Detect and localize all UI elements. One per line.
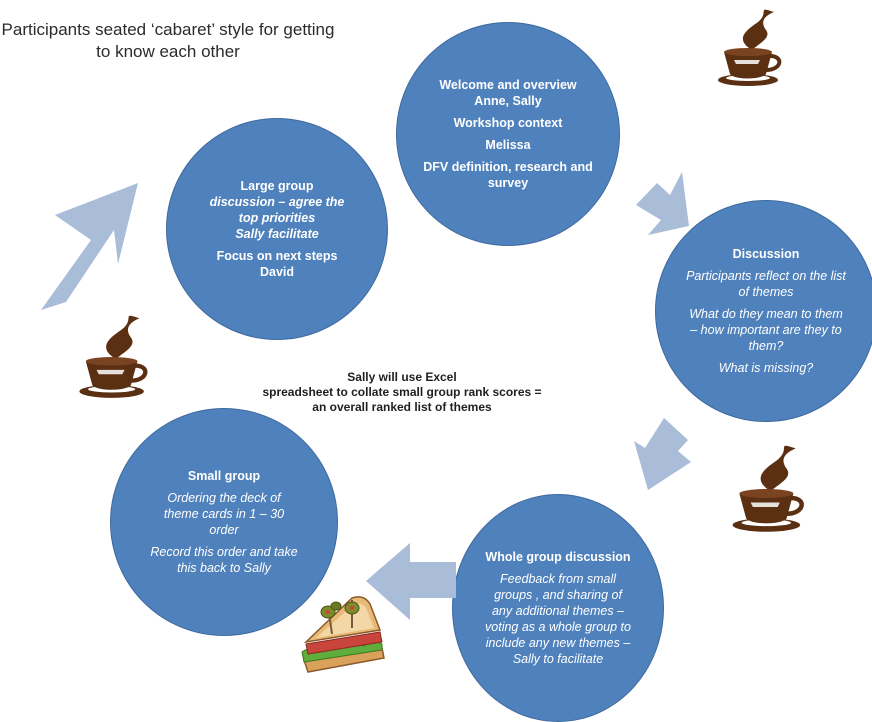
discussion-text-3: What is missing?: [718, 361, 814, 375]
small-group-text-1: Ordering the deck of theme cards in 1 – …: [163, 491, 285, 537]
dfv-definition: DFV definition, research and survey: [423, 160, 593, 190]
coffee-cup-icon: [79, 315, 148, 398]
coffee-cup-icon: [718, 9, 782, 86]
discussion-step: Discussion Participants reflect on the l…: [655, 200, 872, 422]
next-steps-text: Focus on next steps: [216, 249, 338, 263]
center-note: Sally will use Excel spreadsheet to coll…: [232, 370, 572, 415]
arrow-large-to-welcome: [41, 183, 138, 310]
welcome-presenters: Anne, Sally: [474, 94, 542, 108]
discussion-text-2: What do they mean to them – how importan…: [689, 307, 843, 353]
large-group-text: discussion – agree the top priorities: [209, 195, 345, 225]
welcome-step: Welcome and overview Anne, Sally Worksho…: [396, 22, 620, 246]
small-group-text-2: Record this order and take this back to …: [150, 545, 298, 575]
whole-group-heading: Whole group discussion: [485, 550, 631, 564]
next-steps-owner: David: [259, 265, 295, 279]
large-group-heading: Large group: [240, 179, 314, 193]
small-group-heading: Small group: [187, 469, 261, 483]
arrow-welcome-to-discussion: [636, 172, 689, 235]
small-group-step: Small group Ordering the deck of theme c…: [110, 408, 338, 636]
center-note-line-3: an overall ranked list of themes: [312, 400, 492, 414]
large-group-step: Large group discussion – agree the top p…: [166, 118, 388, 340]
arrow-whole-to-small: [366, 543, 456, 620]
discussion-text-1: Participants reflect on the list of them…: [686, 269, 846, 299]
whole-group-step: Whole group discussion Feedback from sma…: [452, 494, 664, 722]
large-group-facilitator: Sally facilitate: [235, 227, 319, 241]
context-presenter: Melissa: [485, 138, 531, 152]
welcome-heading: Welcome and overview: [439, 78, 577, 92]
discussion-heading: Discussion: [732, 247, 800, 261]
workshop-context: Workshop context: [453, 116, 563, 130]
whole-group-text: Feedback from small groups , and sharing…: [485, 572, 631, 666]
diagram-title: Participants seated ‘cabaret’ style for …: [1, 20, 335, 61]
center-note-line-1: Sally will use Excel: [347, 370, 457, 384]
coffee-cup-icon: [732, 445, 804, 532]
arrow-discussion-to-whole: [634, 418, 691, 490]
center-note-line-2: spreadsheet to collate small group rank …: [262, 385, 542, 399]
sandwich-icon: [301, 596, 385, 673]
